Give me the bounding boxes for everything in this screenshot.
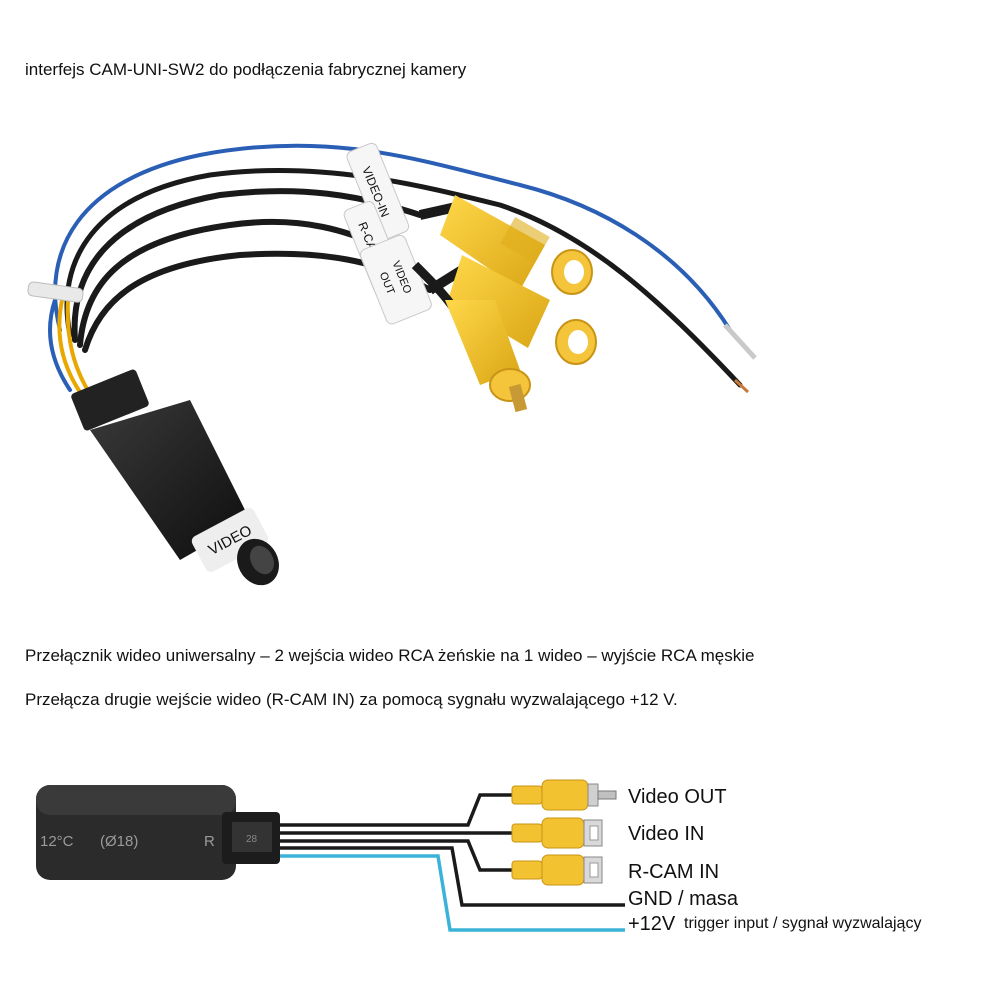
wire-ends (723, 323, 757, 394)
label-gnd: GND / masa (628, 888, 739, 910)
label-video-in: Video IN (628, 823, 704, 845)
diagram-rca-video-in (511, 817, 603, 849)
rca-female-video-in (418, 195, 593, 295)
page-title: interfejs CAM-UNI-SW2 do podłączenia fab… (25, 60, 467, 79)
svg-text:12°C: 12°C (40, 833, 74, 850)
svg-text:(Ø18): (Ø18) (100, 833, 138, 850)
photo-module: VIDEO (71, 369, 279, 586)
label-video-out: Video OUT (628, 786, 727, 808)
description-line-2: Przełącza drugie wejście wideo (R-CAM IN… (25, 690, 678, 709)
label-12v: +12V (628, 913, 676, 935)
diagram-rca-rcam-in (511, 854, 603, 886)
diagram-rca-video-out (511, 779, 617, 811)
rca-male-video-out (411, 261, 531, 413)
label-12v-desc: trigger input / sygnał wyzwalający (684, 915, 921, 932)
photo-tags: VIDEO-IN R-CAM-IN VIDEO OUT (343, 142, 432, 325)
description-line-1: Przełącznik wideo uniwersalny – 2 wejści… (25, 646, 755, 665)
svg-text:28: 28 (246, 834, 258, 845)
diagram-wires (280, 793, 625, 932)
label-rcam-in: R-CAM IN (628, 861, 719, 883)
cable-tie (27, 281, 84, 303)
svg-text:R: R (204, 833, 215, 850)
diagram-module: 12°C (Ø18) R 28 (36, 785, 280, 880)
